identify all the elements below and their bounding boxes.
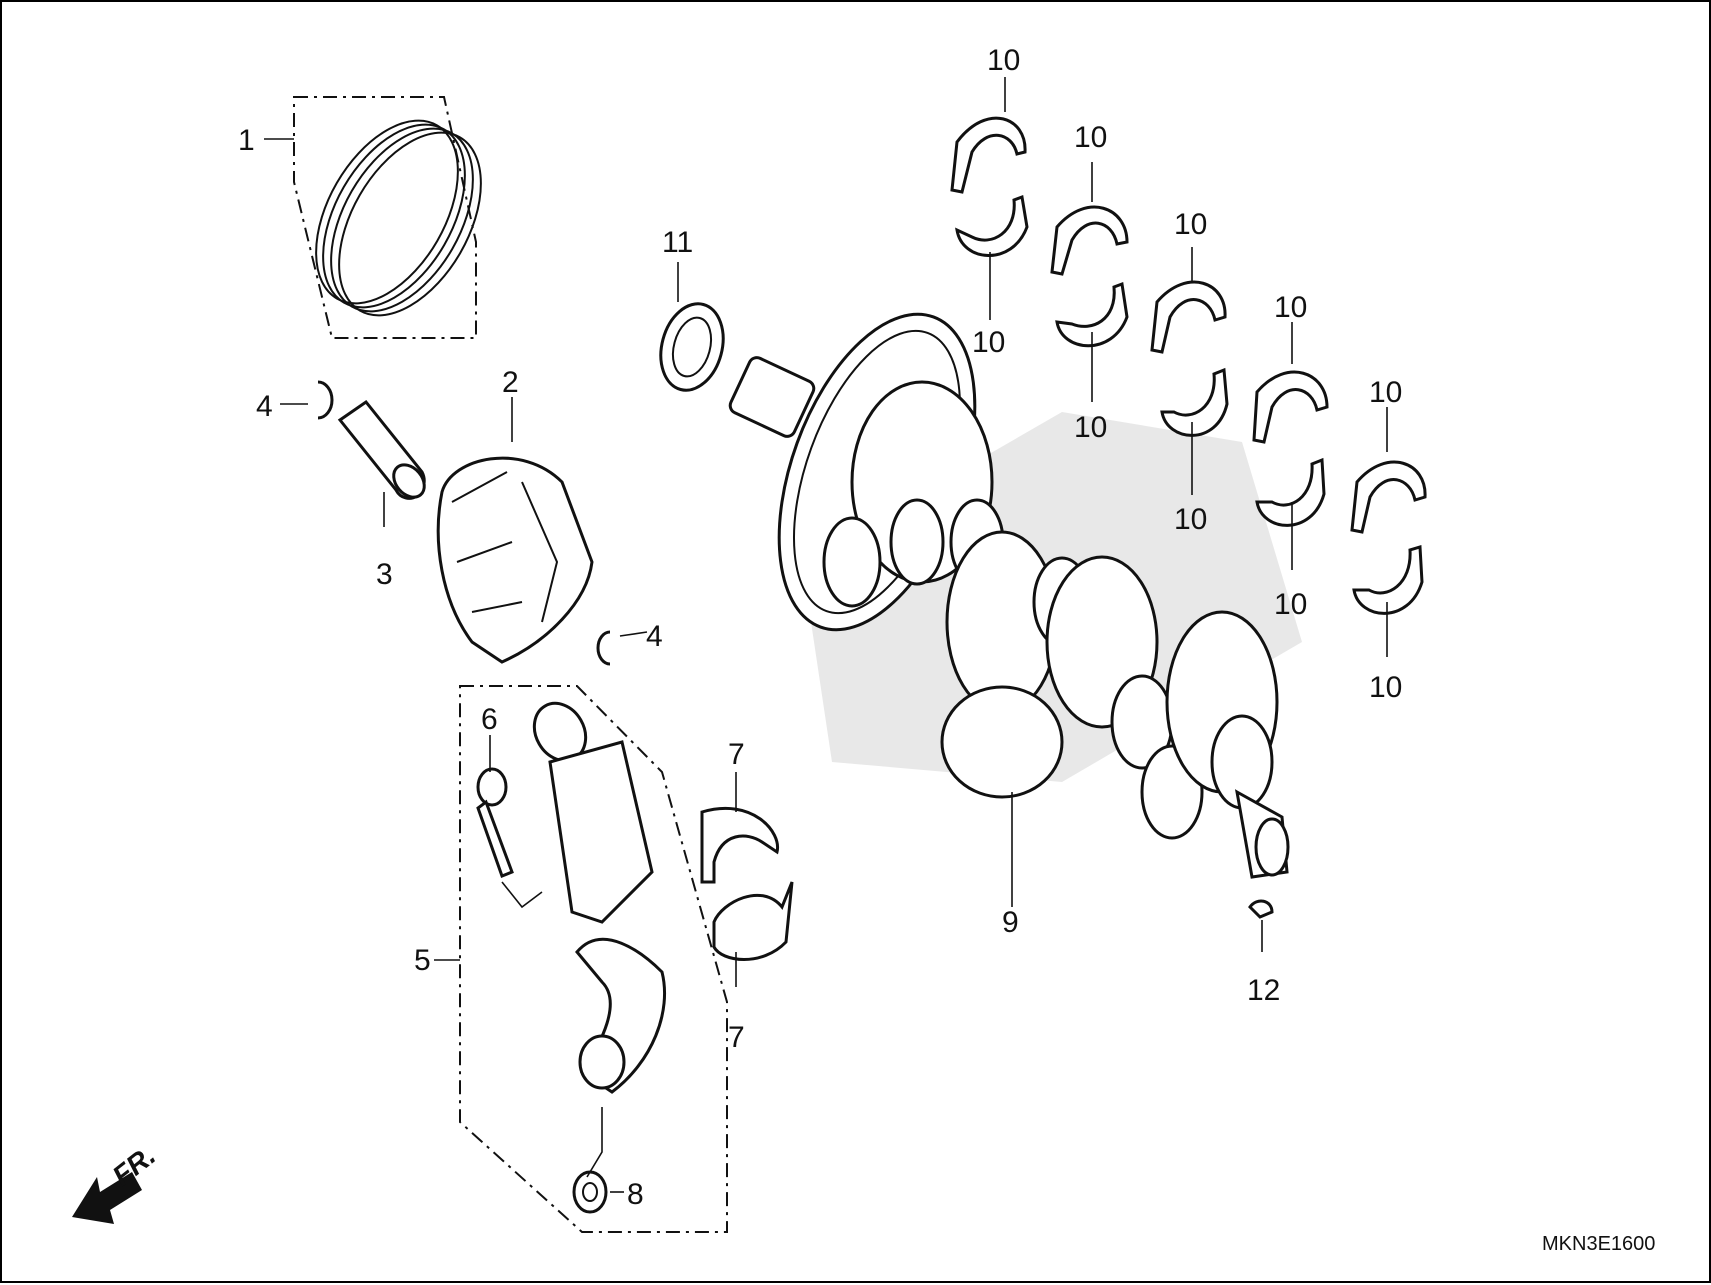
crankshaft-needle-bearing[interactable]: [652, 297, 733, 398]
callout-3: 3: [376, 558, 393, 591]
main-bearing-pair-5[interactable]: [1350, 460, 1427, 615]
connecting-rod-assembly[interactable]: [459, 685, 728, 1233]
main-bearing-pair-4[interactable]: [1252, 370, 1329, 527]
callout-2: 2: [502, 366, 519, 399]
connecting-rod-bearing-lower[interactable]: [712, 881, 794, 961]
callout-10-i: 10: [1369, 376, 1402, 409]
crankshaft[interactable]: [728, 288, 1302, 879]
callout-10-g: 10: [1274, 291, 1307, 324]
front-direction-marker: FR.: [72, 1140, 161, 1224]
callout-10-a: 10: [987, 44, 1020, 77]
callout-10-d: 10: [1074, 411, 1107, 444]
callout-7-upper: 7: [728, 738, 745, 771]
callout-9: 9: [1002, 906, 1019, 939]
callout-11: 11: [662, 226, 693, 259]
main-bearing-pair-3[interactable]: [1150, 280, 1229, 437]
callout-10-b: 10: [972, 326, 1005, 359]
piston-pin-clip-lower[interactable]: [596, 630, 611, 666]
callout-1: 1: [238, 124, 255, 157]
callout-12: 12: [1247, 974, 1280, 1007]
callout-4-upper: 4: [256, 390, 273, 423]
callout-8: 8: [627, 1178, 644, 1211]
leader-lines: [264, 77, 1388, 1193]
callout-labels: 1 2 3 4 4 5 6 7 7 8 9 10 10 10 10 10 10 …: [238, 44, 1402, 1211]
connecting-rod-bearing-upper[interactable]: [700, 806, 780, 884]
main-bearing-set[interactable]: [950, 116, 1427, 615]
connecting-rod-nut[interactable]: [572, 1170, 608, 1214]
piston[interactable]: [436, 456, 594, 664]
piston-pin[interactable]: [337, 399, 431, 503]
callout-6: 6: [481, 703, 498, 736]
front-arrow-icon: [72, 1172, 142, 1224]
main-bearing-pair-2[interactable]: [1050, 205, 1129, 348]
piston-ring-set[interactable]: [287, 96, 510, 339]
main-bearing-pair-1[interactable]: [950, 116, 1029, 257]
piston-pin-clip-upper[interactable]: [317, 380, 334, 420]
figure-code: MKN3E1600: [1542, 1233, 1655, 1255]
callout-10-c: 10: [1074, 121, 1107, 154]
callout-10-j: 10: [1369, 671, 1402, 704]
callout-10-f: 10: [1174, 503, 1207, 536]
callout-7-lower: 7: [728, 1021, 745, 1054]
callout-10-h: 10: [1274, 588, 1307, 621]
callout-10-e: 10: [1174, 208, 1207, 241]
callout-5: 5: [414, 944, 431, 977]
connecting-rod-bolt[interactable]: [476, 767, 514, 878]
callout-4-lower: 4: [646, 620, 663, 653]
woodruff-key[interactable]: [1248, 899, 1274, 919]
